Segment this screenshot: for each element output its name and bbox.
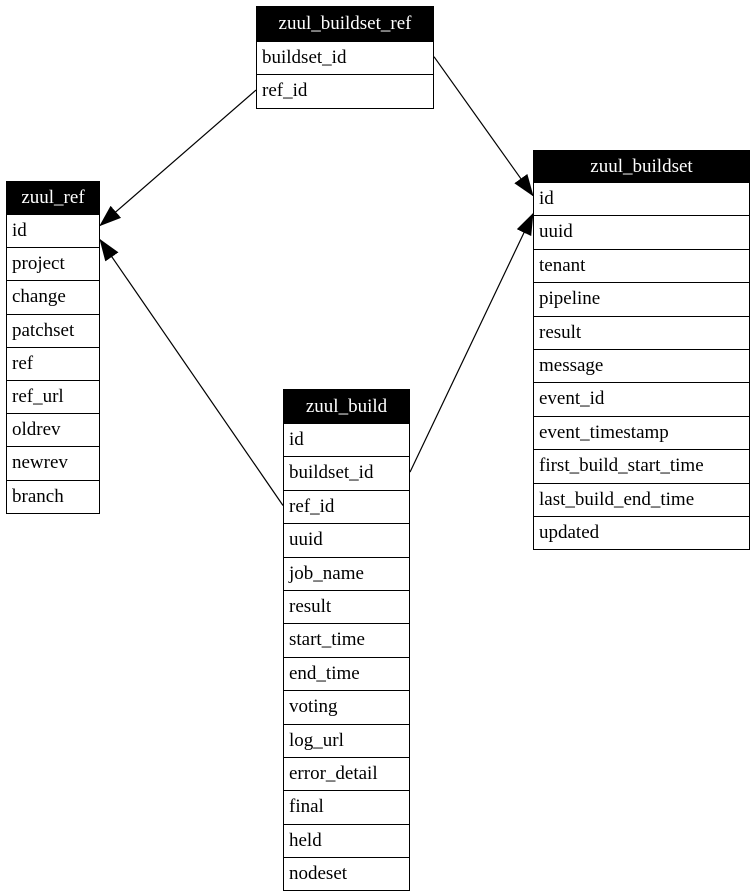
- table-title: zuul_ref: [7, 182, 99, 214]
- column-cell: voting: [284, 690, 409, 724]
- column-cell: result: [534, 315, 749, 349]
- column-cell: id: [284, 423, 409, 457]
- column-cell: project: [7, 247, 99, 281]
- column-cell: event_timestamp: [534, 415, 749, 450]
- column-cell: final: [284, 790, 409, 824]
- column-cell: uuid: [534, 215, 749, 249]
- column-cell: end_time: [284, 656, 409, 691]
- column-cell: updated: [534, 515, 749, 550]
- column-cell: newrev: [7, 446, 99, 480]
- relation-edge: [99, 238, 284, 506]
- column-cell: branch: [7, 479, 99, 513]
- relation-edge: [409, 212, 534, 473]
- column-cell: event_id: [534, 382, 749, 416]
- column-cell: job_name: [284, 556, 409, 590]
- column-cell: change: [7, 280, 99, 314]
- column-cell: uuid: [284, 523, 409, 557]
- column-cell: held: [284, 823, 409, 858]
- table-title: zuul_buildset: [534, 151, 749, 182]
- column-cell: patchset: [7, 313, 99, 347]
- table-title: zuul_buildset_ref: [257, 7, 433, 41]
- column-cell: message: [534, 348, 749, 383]
- column-cell: ref: [7, 346, 99, 380]
- column-cell: ref_id: [257, 74, 433, 108]
- column-cell: id: [7, 214, 99, 248]
- column-cell: ref_url: [7, 379, 99, 414]
- column-cell: nodeset: [284, 857, 409, 891]
- column-cell: ref_id: [284, 489, 409, 524]
- column-cell: oldrev: [7, 413, 99, 447]
- column-cell: error_detail: [284, 756, 409, 791]
- relation-edge: [433, 56, 534, 197]
- column-cell: pipeline: [534, 282, 749, 316]
- column-cell: first_build_start_time: [534, 449, 749, 483]
- relation-edge: [99, 89, 257, 227]
- column-cell: buildset_id: [284, 456, 409, 490]
- column-cell: tenant: [534, 248, 749, 283]
- column-cell: last_build_end_time: [534, 482, 749, 516]
- column-cell: start_time: [284, 623, 409, 657]
- table-title: zuul_build: [284, 390, 409, 423]
- column-cell: id: [534, 182, 749, 216]
- column-cell: buildset_id: [257, 41, 433, 75]
- column-cell: log_url: [284, 723, 409, 757]
- column-cell: result: [284, 589, 409, 624]
